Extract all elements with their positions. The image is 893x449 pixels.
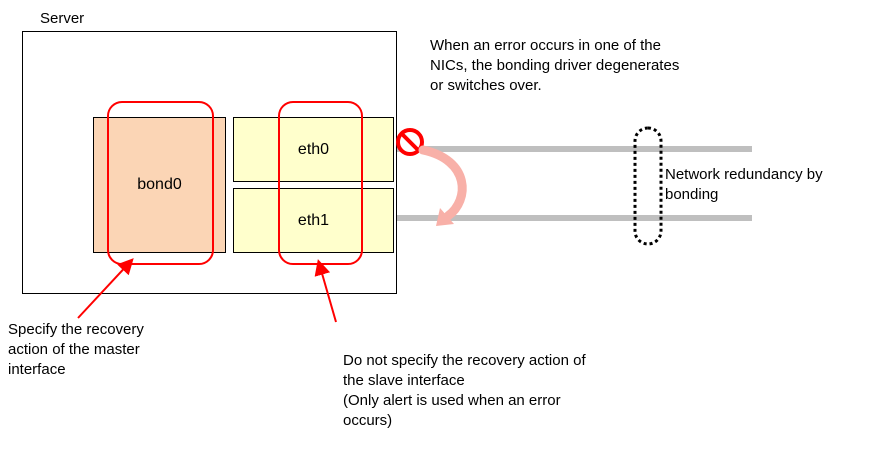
redundancy-note: Network redundancy by bonding <box>665 165 823 205</box>
prohibited-icon <box>396 128 424 156</box>
eth1-box: eth1 <box>233 188 394 253</box>
slave-note-line: the slave interface <box>343 372 465 389</box>
bond0-label: bond0 <box>137 176 182 193</box>
master-pointer-arrow <box>77 258 134 319</box>
slave-note-line: Do not specify the recovery action of <box>343 352 586 369</box>
eth0-label: eth0 <box>297 140 330 158</box>
server-label: Server <box>40 10 85 27</box>
server-box <box>22 31 397 294</box>
redundancy-note-line: bonding <box>665 186 719 203</box>
error-note-line: NICs, the bonding driver degenerates <box>430 57 680 74</box>
bond0-highlight <box>107 101 214 265</box>
eth-highlight <box>278 101 363 265</box>
slave-note-line: occurs) <box>343 412 393 429</box>
master-note: Specify the recovery action of the maste… <box>8 320 144 380</box>
slave-note-line: (Only alert is used when an error <box>343 392 561 409</box>
master-note-line: Specify the recovery <box>8 321 144 338</box>
slave-pointer-arrow <box>314 259 337 323</box>
error-note-line: or switches over. <box>430 77 542 94</box>
redundancy-note-line: Network redundancy by <box>665 166 823 183</box>
eth1-label: eth1 <box>297 211 330 229</box>
slave-note: Do not specify the recovery action of th… <box>343 351 586 431</box>
failover-arrow-icon <box>418 145 467 226</box>
bonding-ellipse-icon <box>633 126 663 246</box>
error-note-line: When an error occurs in one of the <box>430 37 661 54</box>
master-note-line: action of the master <box>8 341 140 358</box>
error-note: When an error occurs in one of the NICs,… <box>430 36 679 96</box>
master-note-line: interface <box>8 361 66 378</box>
bond0-box: bond0 <box>93 117 226 253</box>
eth0-box: eth0 <box>233 117 394 182</box>
